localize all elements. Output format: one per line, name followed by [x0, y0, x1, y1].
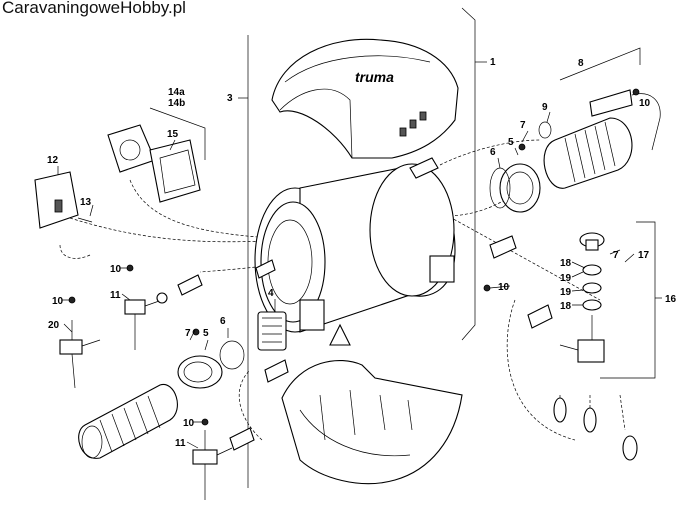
- callout-8: 8: [578, 58, 584, 69]
- bracket-8: [559, 47, 641, 81]
- brand-logo: truma: [355, 69, 394, 85]
- callout-7-left: 7: [185, 328, 191, 339]
- bracket-14: [149, 107, 206, 160]
- drain-valve-20: [59, 320, 101, 389]
- callout-19-upper: 19: [560, 273, 572, 284]
- callout-6-left: 6: [220, 316, 226, 327]
- callout-5-left: 5: [203, 328, 209, 339]
- bottom-cover: [281, 359, 463, 485]
- drain-valve-11-lower: [192, 430, 233, 500]
- callout-15: 15: [167, 129, 179, 140]
- bracket-16: [600, 221, 656, 379]
- callout-12: 12: [47, 155, 59, 166]
- left-connector: [177, 328, 245, 389]
- callout-18-upper: 18: [560, 258, 572, 269]
- callout-10-valve20: 10: [52, 296, 64, 307]
- callout-10-upper: 10: [110, 264, 122, 275]
- top-cover: truma: [271, 38, 459, 159]
- heater-body: [254, 157, 456, 346]
- callout-7-valve: 7: [613, 250, 619, 261]
- callout-3: 3: [227, 93, 233, 104]
- callout-11-lower: 11: [175, 438, 186, 449]
- callout-5-right: 5: [508, 137, 514, 148]
- heating-element: [257, 299, 325, 351]
- screw-10d: [483, 284, 491, 292]
- callout-11-upper: 11: [110, 290, 121, 301]
- callout-17: 17: [638, 250, 650, 261]
- callout-1: 1: [490, 57, 496, 68]
- callout-20: 20: [48, 320, 60, 331]
- callout-6-right: 6: [490, 147, 496, 158]
- watermark: CaravaningoweHobby.pl: [2, 0, 186, 17]
- callout-18-lower: 18: [560, 301, 572, 312]
- bracket-1: [461, 7, 476, 341]
- callout-10-body: 10: [498, 282, 510, 293]
- drain-valve-11-upper: [124, 292, 168, 350]
- callout-14a: 14a: [168, 87, 185, 98]
- callout-19-lower: 19: [560, 287, 572, 298]
- callout-10-hose: 10: [639, 98, 651, 109]
- right-connector: [489, 143, 541, 213]
- screw-10e: [632, 88, 640, 96]
- valve-assembly: [489, 232, 638, 461]
- spring-upper: [177, 274, 203, 296]
- callout-16: 16: [665, 294, 677, 305]
- switch-panel: [107, 124, 201, 203]
- screw-10c: [201, 418, 209, 426]
- spring-lower: [229, 427, 255, 451]
- wire-12: [69, 217, 286, 243]
- lower-hose: [78, 384, 178, 459]
- callout-14b: 14b: [168, 98, 185, 109]
- callout-9: 9: [542, 102, 548, 113]
- callout-13: 13: [80, 197, 92, 208]
- callout-4: 4: [268, 288, 274, 299]
- callout-10-lower: 10: [183, 418, 195, 429]
- callout-7-right: 7: [520, 120, 526, 131]
